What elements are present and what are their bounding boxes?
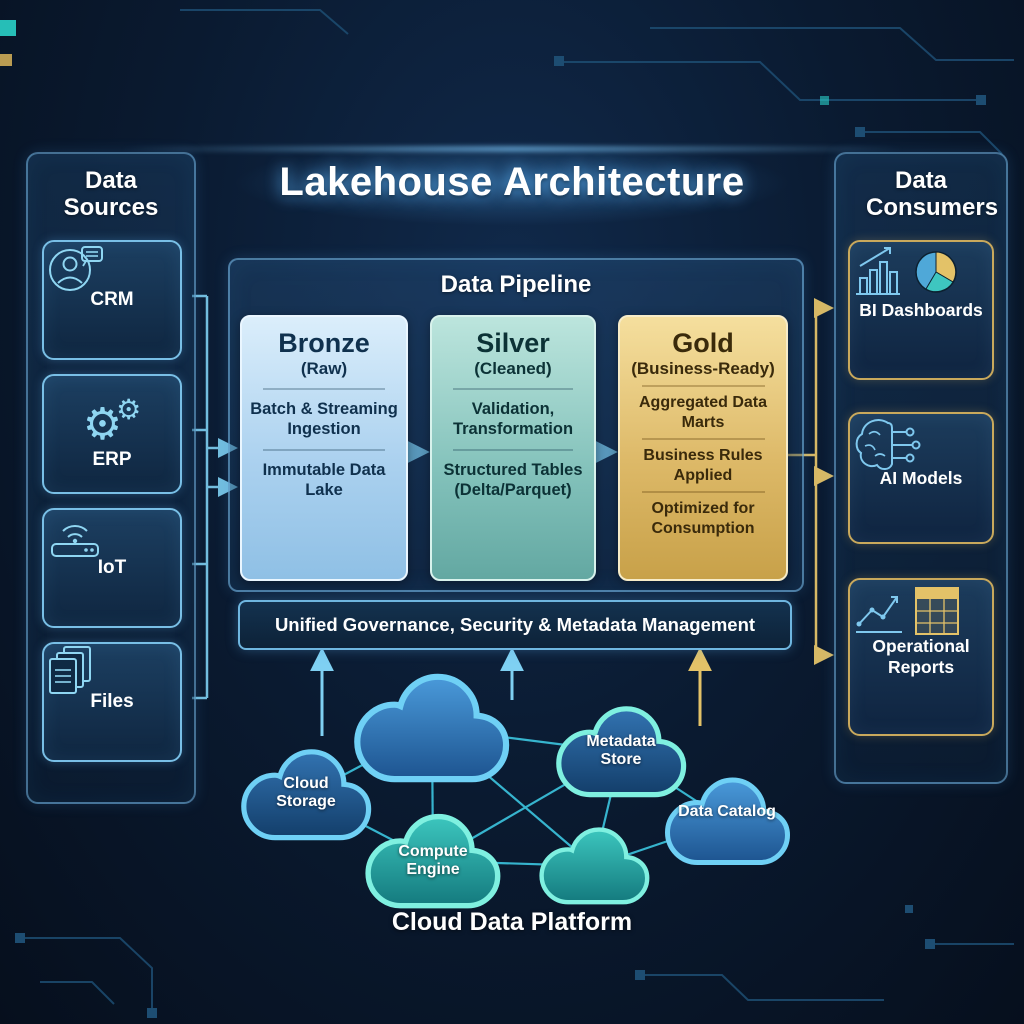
bi-dashboards-icon (856, 247, 957, 295)
title-glow (232, 140, 792, 226)
stage-title: Gold (672, 328, 734, 358)
consumer-label: AI Models (879, 467, 963, 488)
data-sources-header: Data Sources (63, 167, 159, 221)
ai-models-icon (855, 419, 921, 470)
stage-subtitle: (Cleaned) (474, 359, 552, 379)
accent-squares (0, 20, 829, 105)
stage-item: Optimized for Consumption (651, 500, 755, 537)
small-teal-cloud (542, 830, 648, 903)
circuit-decoration (20, 9, 1014, 1014)
cloud-storage-label: Cloud Storage (276, 775, 336, 811)
source-card-files: Files (42, 642, 182, 762)
divider (641, 385, 765, 388)
data-consumers-panel: Data Consumers BI Dashboards (834, 152, 1008, 784)
source-card-erp: ⚙⚙ ERP (42, 374, 182, 494)
governance-bar: Unified Governance, Security & Metadata … (238, 600, 792, 650)
pipeline-stage-silver: Silver (Cleaned) Validation, Transformat… (430, 315, 596, 581)
consumer-card-bi-dashboards: BI Dashboards (848, 240, 994, 380)
divider (453, 388, 573, 391)
consumer-card-operational-reports: Operational Reports (848, 578, 994, 736)
data-sources-panel: Data Sources CRM ⚙⚙ ERP (26, 152, 196, 804)
stage-title: Silver (476, 328, 550, 358)
source-label: CRM (90, 289, 134, 310)
consumer-label: BI Dashboards (859, 299, 983, 320)
data-catalog-label: Data Catalog (678, 803, 776, 820)
erp-icon: ⚙⚙ (82, 393, 142, 449)
page-title: Lakehouse Architecture (279, 160, 745, 204)
stage-item: Aggregated Data Marts (638, 394, 768, 431)
divider (641, 438, 765, 441)
cloud-platform-label: Cloud Data Platform (391, 908, 633, 936)
consumer-label: Operational Reports (872, 636, 970, 677)
iot-icon (51, 525, 99, 557)
stage-item: Business Rules Applied (643, 447, 763, 484)
source-card-iot: IoT (42, 508, 182, 628)
circuit-nodes (15, 56, 986, 1018)
divider (453, 448, 573, 451)
stage-title: Bronze (278, 328, 370, 358)
stage-item: Immutable Data Lake (262, 460, 386, 499)
data-consumers-header: Data Consumers (866, 167, 999, 221)
stage-item: Validation, Transformation (452, 400, 574, 439)
source-label: Files (90, 691, 134, 712)
pipeline-stage-gold: Gold (Business-Ready) Aggregated Data Ma… (618, 315, 788, 581)
data-pipeline-header: Data Pipeline (440, 271, 592, 298)
source-label: IoT (97, 557, 127, 578)
governance-label: Unified Governance, Security & Metadata … (274, 614, 756, 635)
stage-item: Structured Tables (Delta/Parquet) (443, 460, 583, 499)
source-label: ERP (92, 449, 132, 471)
consumer-card-ai-models: AI Models (848, 412, 994, 544)
operational-reports-icon (856, 587, 959, 635)
divider (641, 491, 765, 494)
title-light-streak (120, 146, 904, 152)
crm-icon (49, 246, 103, 291)
pipeline-stage-bronze: Bronze (Raw) Batch & Streaming Ingestion… (240, 315, 408, 581)
stage-subtitle: (Raw) (300, 359, 348, 379)
main-cloud (357, 677, 506, 779)
divider (263, 388, 385, 391)
files-icon (49, 646, 91, 694)
compute-engine-label: Compute Engine (398, 843, 468, 879)
platform-to-governance-arrows (310, 647, 712, 736)
metadata-store-label: Metadata Store (586, 733, 656, 769)
source-card-crm: CRM (42, 240, 182, 360)
divider (263, 448, 385, 451)
stage-subtitle: (Business-Ready) (631, 359, 775, 379)
stage-item: Batch & Streaming Ingestion (250, 400, 398, 439)
